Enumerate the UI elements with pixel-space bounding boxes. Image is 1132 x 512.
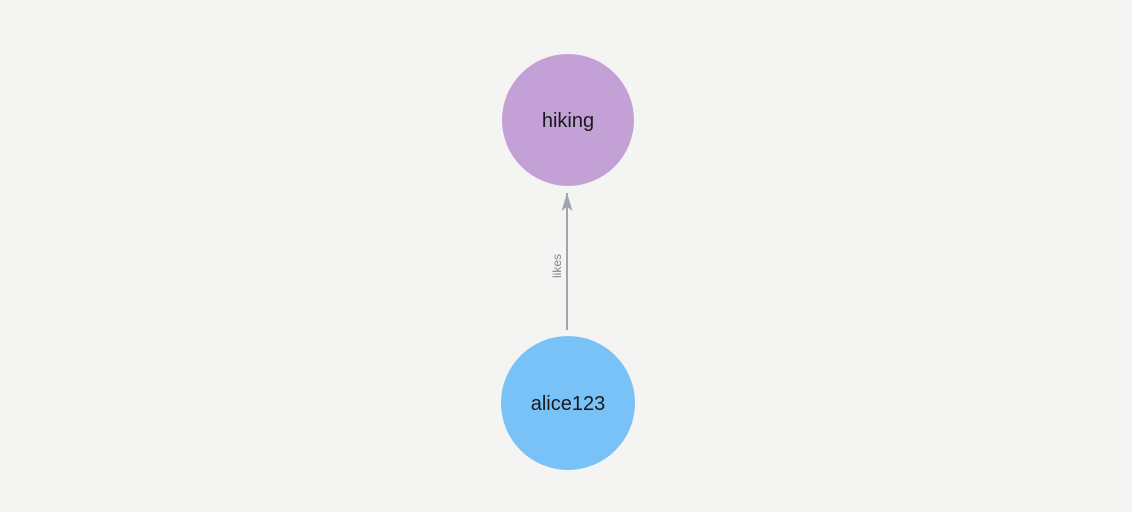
graph-node-alice123[interactable]: alice123 (501, 336, 635, 470)
graph-edge-likes[interactable]: likes (550, 193, 573, 330)
node-circle-alice123[interactable] (501, 336, 635, 470)
edge-arrowhead-icon (561, 193, 573, 211)
edge-label-likes: likes (550, 254, 564, 278)
graph-node-hiking[interactable]: hiking (502, 54, 634, 186)
node-circle-hiking[interactable] (502, 54, 634, 186)
